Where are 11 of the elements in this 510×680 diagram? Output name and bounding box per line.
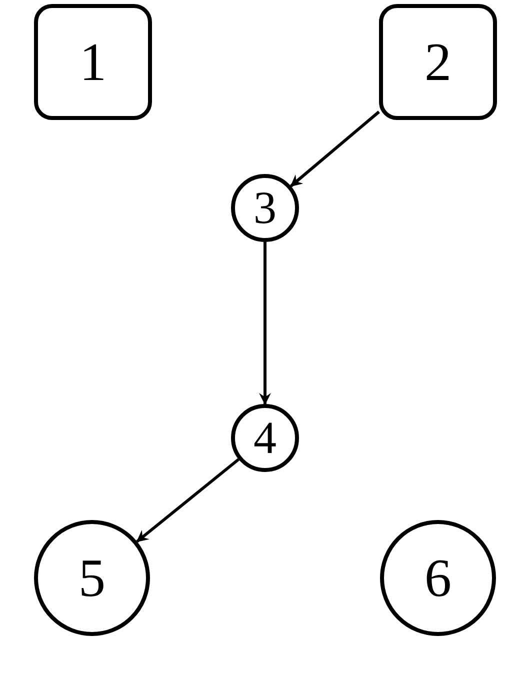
- arrow: [290, 110, 380, 188]
- node-label: 6: [424, 551, 452, 605]
- node-label: 4: [254, 415, 276, 461]
- node-label: 3: [254, 185, 276, 231]
- node-label: 5: [78, 551, 106, 605]
- rounded-box: [379, 4, 497, 120]
- arrow: [259, 242, 271, 405]
- node-label: 2: [424, 35, 452, 89]
- arrow: [136, 458, 240, 543]
- rounded-box: [34, 4, 152, 120]
- node-label: 1: [80, 35, 106, 89]
